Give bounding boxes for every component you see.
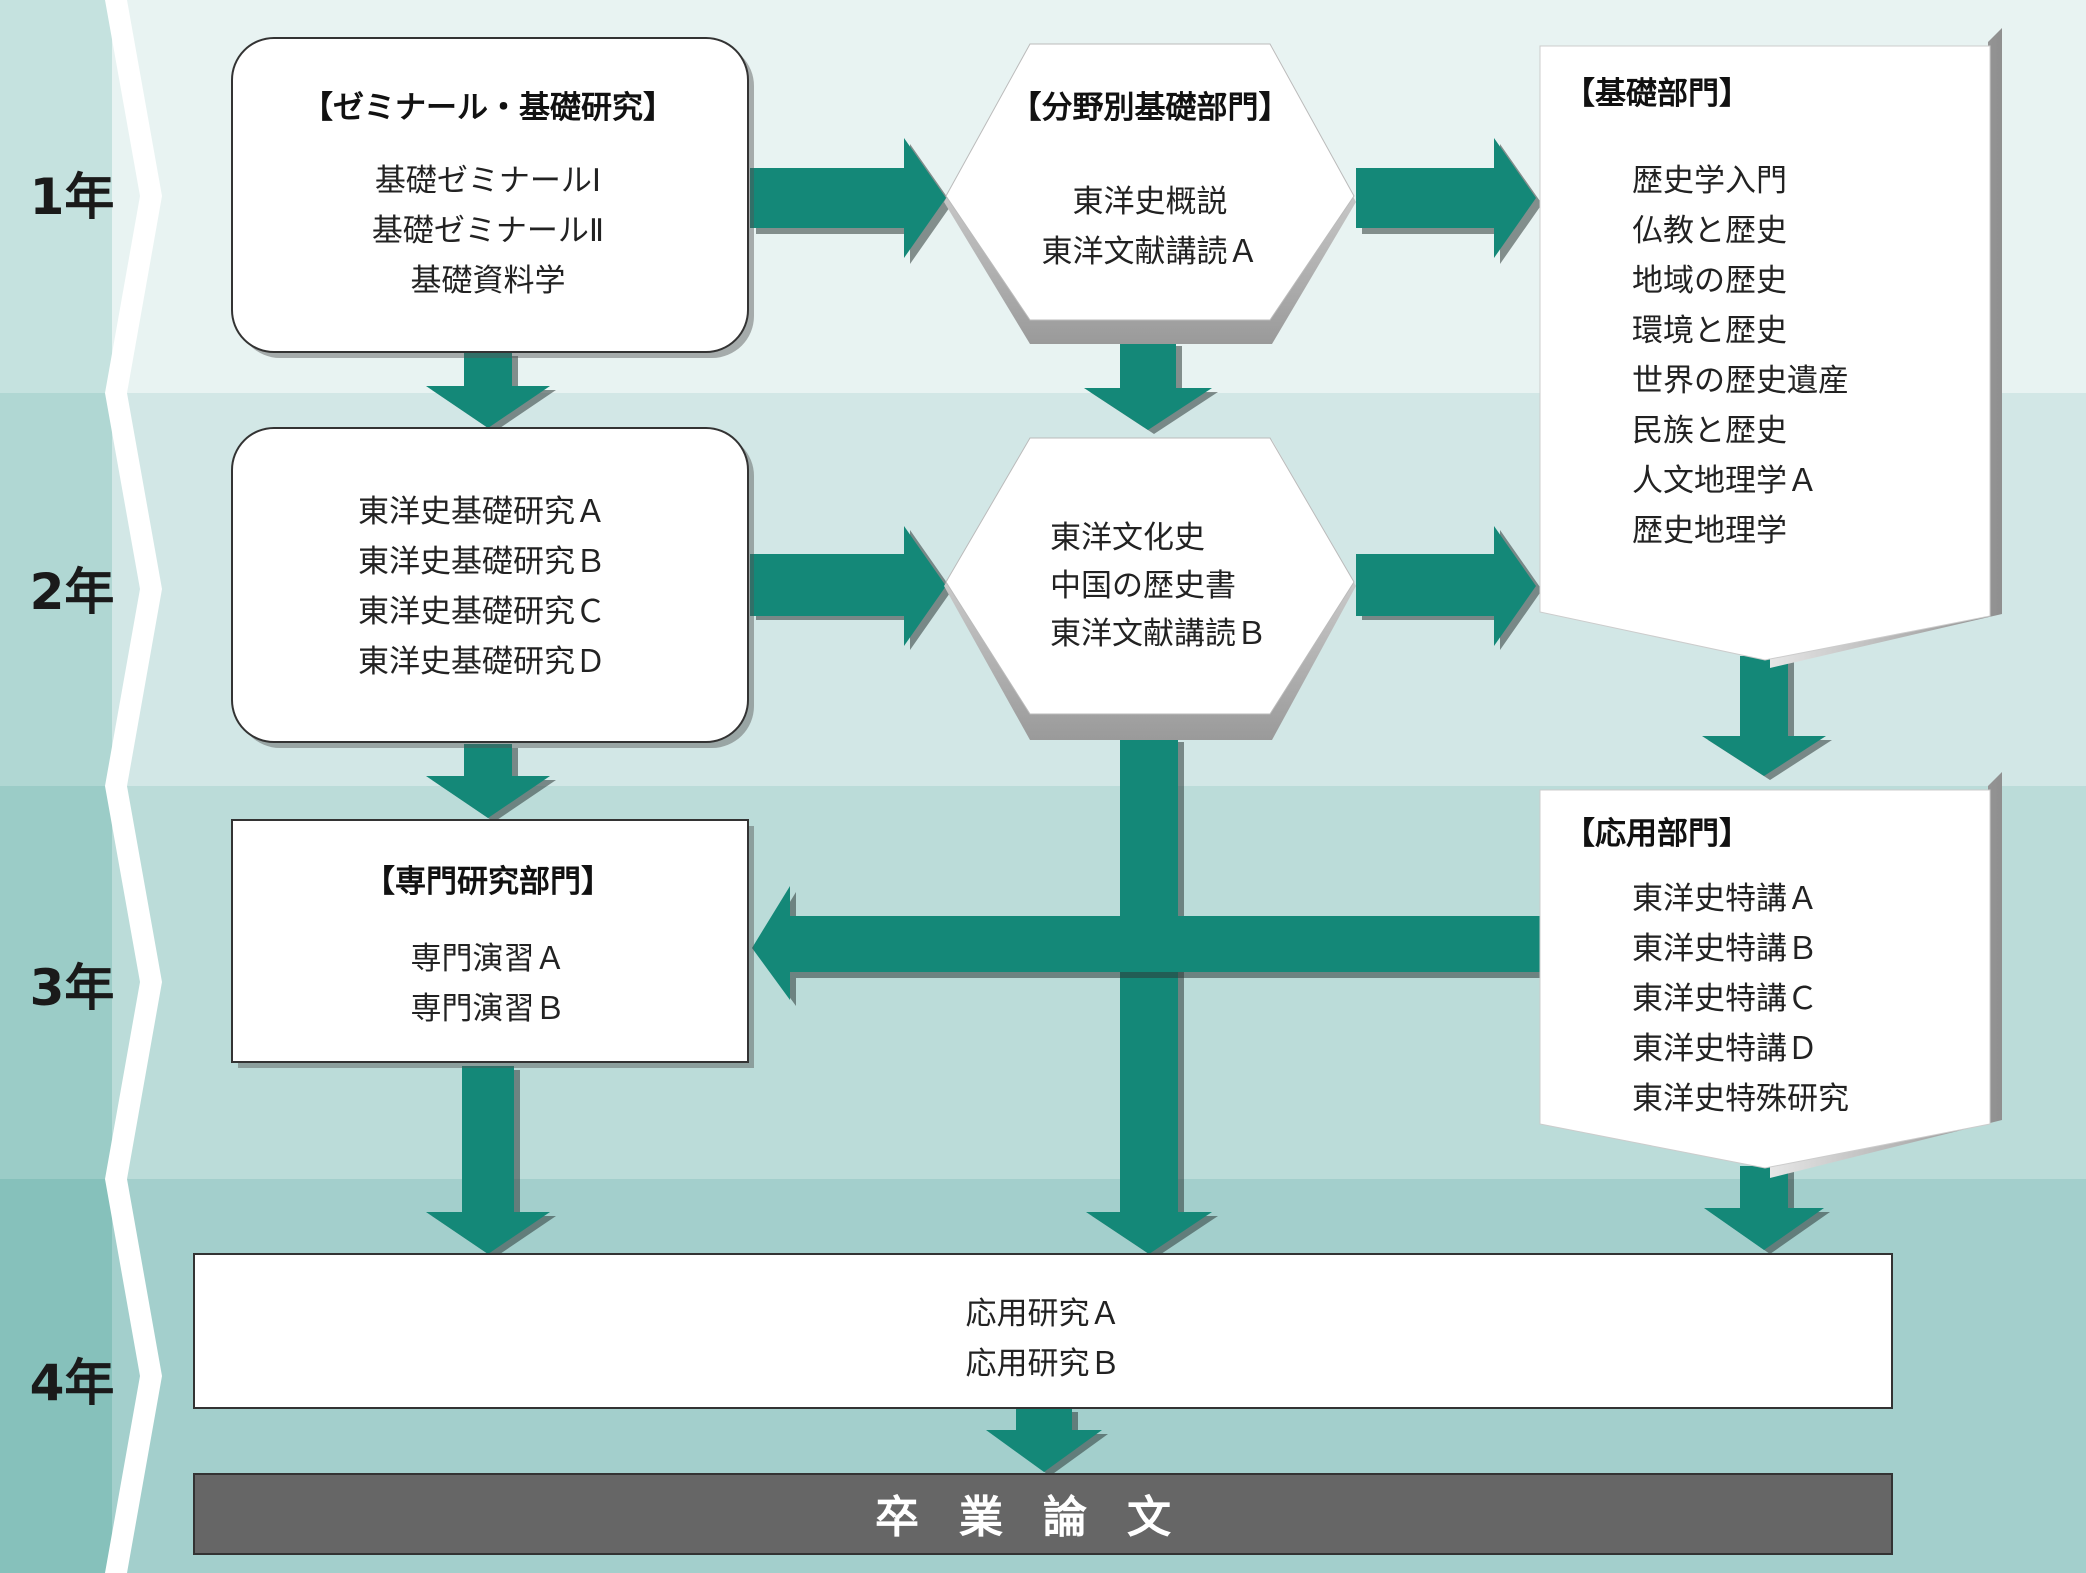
basic-dept-item-2: 仏教と歴史 bbox=[1632, 213, 1787, 249]
arrow-research-to-culture bbox=[750, 526, 952, 650]
applied-research-item-2: 応用研究Ｂ bbox=[966, 1346, 1121, 1382]
arrow-body bbox=[1084, 342, 1212, 430]
arrow-to-thesis bbox=[986, 1408, 1108, 1476]
chevron-separator bbox=[105, 0, 162, 1573]
box-frame bbox=[1539, 45, 1991, 661]
specialized-item-2: 専門演習Ｂ bbox=[411, 991, 566, 1027]
culture-history-item-1: 東洋文化史 bbox=[1050, 520, 1205, 556]
culture-history-hexagon: 東洋文化史 中国の歴史書 東洋文献講読Ｂ bbox=[944, 437, 1356, 740]
seminar-box: 【ゼミナール・基礎研究】 基礎ゼミナールⅠ 基礎ゼミナールⅡ 基礎資料学 bbox=[231, 37, 754, 358]
arrow-body bbox=[986, 1408, 1102, 1472]
arrow-body bbox=[1704, 1166, 1824, 1250]
basic-research-box: 東洋史基礎研究Ａ 東洋史基礎研究Ｂ 東洋史基礎研究Ｃ 東洋史基礎研究Ｄ bbox=[231, 427, 754, 748]
basic-dept-item-3: 地域の歴史 bbox=[1632, 263, 1787, 299]
year-tab-3 bbox=[0, 786, 112, 1179]
specialized-item-1: 専門演習Ａ bbox=[411, 941, 566, 977]
field-basic-item-2: 東洋文献講読Ａ bbox=[1042, 234, 1259, 270]
hex-face bbox=[945, 437, 1355, 715]
seminar-title: 【ゼミナール・基礎研究】 bbox=[302, 90, 674, 126]
basic-research-item-4: 東洋史基礎研究Ｄ bbox=[358, 644, 606, 680]
culture-history-item-2: 中国の歴史書 bbox=[1050, 568, 1236, 604]
arrow-culture-to-basic bbox=[1356, 526, 1542, 650]
arrow-body bbox=[1356, 526, 1536, 646]
specialized-box: 【専門研究部門】 専門演習Ａ 専門演習Ｂ bbox=[231, 819, 754, 1068]
applied-dept-box: 【応用部門】 東洋史特講Ａ 東洋史特講Ｂ 東洋史特講Ｃ 東洋史特講Ｄ 東洋史特殊… bbox=[1539, 772, 2002, 1178]
arrow-culture-trunk bbox=[1086, 738, 1218, 1258]
arrow-field-down bbox=[1084, 342, 1218, 434]
applied-dept-item-4: 東洋史特講Ｄ bbox=[1632, 1031, 1818, 1067]
seminar-item-1: 基礎ゼミナールⅠ bbox=[375, 163, 601, 199]
graduation-thesis-bar: 卒業論文 bbox=[193, 1473, 1893, 1555]
box-frame bbox=[1539, 789, 1991, 1169]
arrow-body bbox=[426, 1066, 550, 1254]
field-basic-item-1: 東洋史概説 bbox=[1073, 184, 1228, 220]
arrow-body bbox=[426, 744, 550, 818]
arrow-seminar-down bbox=[426, 352, 556, 432]
box-frame bbox=[231, 427, 749, 743]
basic-research-item-3: 東洋史基礎研究Ｃ bbox=[358, 594, 606, 630]
basic-dept-box: 【基礎部門】 歴史学入門 仏教と歴史 地域の歴史 環境と歴史 世界の歴史遺産 民… bbox=[1539, 28, 2002, 668]
arrow-body bbox=[750, 526, 946, 646]
year-label-1: 1年 bbox=[30, 168, 115, 226]
basic-dept-title: 【基礎部門】 bbox=[1564, 76, 1750, 112]
basic-dept-item-6: 民族と歴史 bbox=[1632, 413, 1787, 449]
thesis-title: 卒業論文 bbox=[875, 1492, 1211, 1543]
arrow-applied-to-specialized bbox=[752, 886, 1546, 1006]
box-frame bbox=[231, 37, 749, 353]
applied-research-item-1: 応用研究Ａ bbox=[966, 1296, 1121, 1332]
basic-dept-item-7: 人文地理学Ａ bbox=[1632, 463, 1818, 499]
basic-research-item-2: 東洋史基礎研究Ｂ bbox=[358, 544, 606, 580]
applied-dept-title: 【応用部門】 bbox=[1564, 816, 1750, 852]
arrow-research-down bbox=[426, 744, 556, 822]
arrow-body bbox=[752, 886, 1540, 1000]
arrow-applied-down bbox=[1704, 1166, 1830, 1254]
arrow-specialized-down bbox=[426, 1066, 556, 1258]
arrow-body bbox=[1086, 738, 1212, 1254]
arrow-basic-down bbox=[1702, 656, 1832, 780]
year-label-3: 3年 bbox=[30, 959, 115, 1017]
year-label-4: 4年 bbox=[30, 1354, 115, 1412]
arrow-body bbox=[426, 352, 550, 428]
year-tab-4 bbox=[0, 1179, 112, 1573]
hex-face bbox=[945, 43, 1355, 321]
basic-dept-item-1: 歴史学入門 bbox=[1632, 163, 1787, 199]
basic-research-item-1: 東洋史基礎研究Ａ bbox=[358, 494, 606, 530]
applied-dept-item-3: 東洋史特講Ｃ bbox=[1632, 981, 1818, 1017]
arrow-seminar-to-field bbox=[750, 138, 952, 264]
thesis-frame bbox=[193, 1473, 1893, 1555]
basic-dept-item-4: 環境と歴史 bbox=[1632, 313, 1787, 349]
culture-history-item-3: 東洋文献講読Ｂ bbox=[1050, 616, 1267, 652]
year-tab-1 bbox=[0, 0, 112, 393]
seminar-item-3: 基礎資料学 bbox=[411, 263, 566, 299]
year-tab-2 bbox=[0, 393, 112, 786]
applied-dept-item-5: 東洋史特殊研究 bbox=[1632, 1081, 1849, 1117]
flow-arrows bbox=[426, 138, 1832, 1476]
seminar-item-2: 基礎ゼミナールⅡ bbox=[372, 213, 604, 249]
field-basic-hexagon: 【分野別基礎部門】 東洋史概説 東洋文献講読Ａ bbox=[944, 43, 1356, 344]
field-basic-title: 【分野別基礎部門】 bbox=[1011, 90, 1290, 126]
arrow-field-to-basic bbox=[1356, 138, 1542, 264]
box-frame bbox=[231, 819, 749, 1063]
applied-dept-item-1: 東洋史特講Ａ bbox=[1632, 881, 1818, 917]
basic-dept-item-8: 歴史地理学 bbox=[1632, 513, 1787, 549]
applied-research-box: 応用研究Ａ 応用研究Ｂ bbox=[193, 1253, 1893, 1409]
year-tabs bbox=[0, 0, 162, 1573]
arrow-body bbox=[1356, 138, 1536, 258]
basic-dept-item-5: 世界の歴史遺産 bbox=[1632, 363, 1849, 399]
applied-dept-item-2: 東洋史特講Ｂ bbox=[1632, 931, 1818, 967]
specialized-title: 【専門研究部門】 bbox=[364, 864, 612, 900]
box-frame bbox=[193, 1253, 1893, 1409]
arrow-body bbox=[1702, 656, 1826, 776]
year-label-2: 2年 bbox=[30, 563, 115, 621]
arrow-body bbox=[750, 138, 946, 258]
